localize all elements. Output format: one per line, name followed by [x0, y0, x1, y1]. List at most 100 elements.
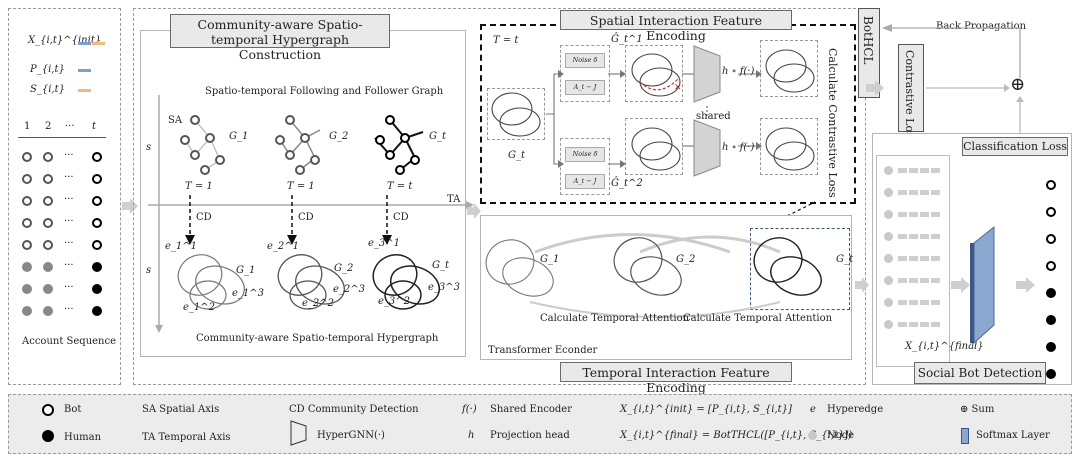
legend-x-final-eq: X_{i,t}^{final} = BotTHCL([P_{i,t}, S_{i…	[620, 430, 853, 441]
social-bot-detection-label: Social Bot Detection	[914, 362, 1046, 384]
temporal-gt-box	[750, 228, 850, 310]
temporal-title: Temporal Interaction Feature Encoding	[560, 362, 792, 395]
feature-bar	[920, 300, 929, 305]
hyperedge-e12: e_1^2	[183, 302, 216, 313]
hypergraph-label-gt: G_t	[432, 260, 450, 271]
hyperedge-e22: e_2^2	[302, 298, 335, 309]
feature-bar	[898, 300, 907, 305]
hyperedge-e33: e_3^3	[428, 282, 461, 293]
graph-node-icon	[190, 115, 200, 125]
temporal-attn-2: Calculate Temporal Attention	[683, 313, 833, 324]
graph-node-icon	[300, 133, 310, 143]
spatial-title: Spatial Interaction Feature Encoding	[560, 10, 792, 43]
back-prop-lines	[882, 24, 1024, 133]
graph-node-icon	[200, 165, 210, 175]
graph-node-icon	[310, 155, 320, 165]
legend-cd: CD Community Detection	[289, 404, 419, 415]
feature-node-icon	[884, 188, 893, 197]
sum-symbol: ⊕	[1010, 74, 1026, 95]
transformer-label: Transformer Econder	[488, 345, 598, 356]
graph-node-icon	[385, 115, 395, 125]
feature-bar	[920, 212, 929, 217]
bot-node-icon	[43, 240, 53, 250]
feature-bar	[931, 190, 940, 195]
graph-sequence	[184, 119, 424, 171]
sa-label: SA	[168, 115, 183, 126]
account-row-dots: ···	[64, 194, 74, 205]
aug-box-bottom	[560, 138, 610, 195]
feature-bar	[931, 168, 940, 173]
bot-output-icon	[1046, 234, 1056, 244]
account-row-dots: ···	[64, 238, 74, 249]
feature-node-icon	[884, 254, 893, 263]
graph-title: Spatio-temporal Following and Follower G…	[205, 86, 444, 97]
a-box-top: A_t − J	[565, 80, 605, 95]
legend-hypergnn-icon	[290, 420, 307, 446]
feature-node-icon	[884, 298, 893, 307]
graph-node-icon	[385, 150, 395, 160]
legend-e-label: Hyperedge	[827, 404, 884, 415]
feature-bar	[898, 168, 907, 173]
account-row-dots: ···	[64, 260, 74, 271]
s-label: S_{i,t}	[30, 84, 65, 95]
human-node-icon	[43, 262, 53, 272]
bot-node-icon	[43, 174, 53, 184]
g-hat-2-label: Ĝ_t^2	[611, 178, 643, 189]
classification-loss-box: Classification Loss	[962, 137, 1068, 156]
feature-bar	[920, 278, 929, 283]
feature-bar	[931, 278, 940, 283]
feature-bar	[931, 234, 940, 239]
graph-node-icon	[395, 165, 405, 175]
arrow-to-detection	[855, 277, 869, 293]
feature-node-icon	[884, 166, 893, 175]
svg-text:✕: ✕	[674, 83, 682, 93]
legend-softmax: Softmax Layer	[976, 430, 1050, 441]
cd-label-2: CD	[298, 212, 314, 223]
human-node-icon	[22, 284, 32, 294]
legend-softmax-icon	[961, 428, 969, 444]
legend-f: f(·)	[462, 404, 477, 415]
g-hat-1-label: Ĝ_t^1	[611, 34, 643, 45]
p-bar	[78, 69, 91, 72]
hyperedge-e23: e_2^3	[333, 284, 366, 295]
feature-bar	[898, 278, 907, 283]
human-output-icon	[1046, 288, 1056, 298]
feature-bar	[909, 322, 918, 327]
bot-node-icon	[22, 196, 32, 206]
hyperedge-e13: e_1^3	[232, 288, 265, 299]
legend-x-init-eq: X_{i,t}^{init} = [P_{i,t}, S_{i,t}]	[620, 404, 792, 415]
hyperedge-e31: e_3^1	[368, 238, 401, 249]
graph-node-icon	[285, 150, 295, 160]
step-dots: ···	[65, 121, 75, 132]
x-init-bar-b	[92, 42, 105, 45]
noise-box-top: Noise δ	[565, 53, 605, 68]
x-final-label: X_{i,t}^{final}	[905, 341, 984, 352]
bot-node-icon	[92, 196, 102, 206]
legend-bot-label: Bot	[64, 404, 82, 415]
legend-node-label: Node	[827, 430, 855, 441]
feature-bar	[909, 190, 918, 195]
feature-bar	[898, 256, 907, 261]
time-label-1: T = 1	[185, 181, 213, 192]
feature-node-icon	[884, 276, 893, 285]
temporal-attn-1: Calculate Temporal Attention	[540, 313, 690, 324]
feature-bar	[898, 322, 907, 327]
feature-bar	[898, 212, 907, 217]
noise-box-bottom: Noise δ	[565, 147, 605, 162]
feature-bar	[920, 234, 929, 239]
legend-sum: ⊕ Sum	[960, 404, 995, 415]
account-sequence-panel	[8, 8, 121, 385]
temporal-g1: G_1	[540, 254, 560, 265]
feature-bar	[898, 190, 907, 195]
feature-bar	[909, 234, 918, 239]
graph-node-icon	[410, 155, 420, 165]
human-output-icon	[1046, 342, 1056, 352]
feature-bar	[920, 190, 929, 195]
graph-label-g2: G_2	[329, 131, 349, 142]
graph-node-icon	[400, 133, 410, 143]
cd-label-1: CD	[196, 212, 212, 223]
x-init-bar-a	[78, 42, 91, 45]
contrastive-vertical-label: Calculate Contrastive Loss	[826, 48, 839, 198]
feature-bar	[909, 256, 918, 261]
graph-node-icon	[190, 150, 200, 160]
